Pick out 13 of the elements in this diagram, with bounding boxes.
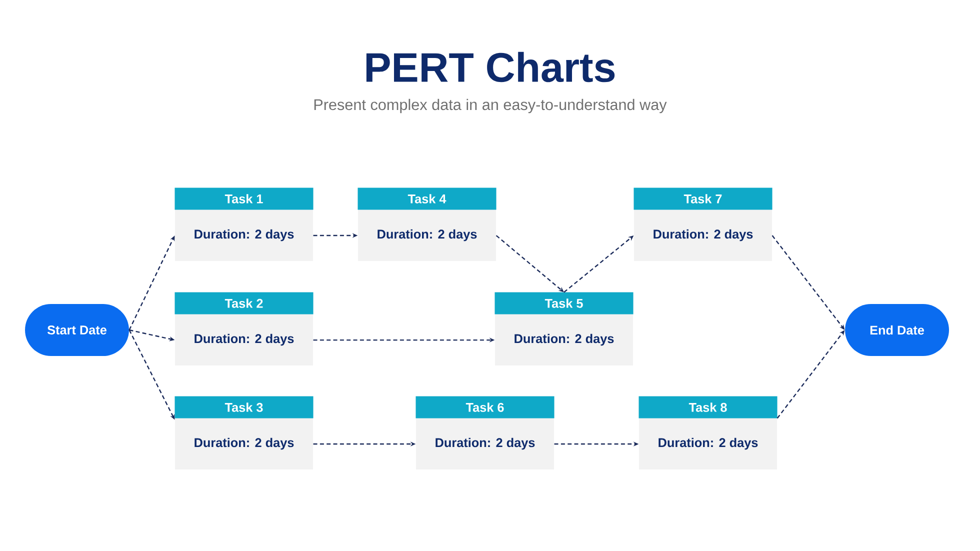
title: PERT Charts <box>366 52 615 82</box>
task-box: Task 3 Duration: 2 days <box>174 396 314 470</box>
task-box: Task 4 Duration: 2 days <box>358 188 496 261</box>
start-end-pill: Start Date <box>25 304 129 356</box>
task-box: Task 1 Duration: 2 days <box>174 188 314 261</box>
arrow <box>776 330 845 419</box>
task-box: Task 2 Duration: 2 days <box>174 292 314 366</box>
task-box: Task 7 Duration: 2 days <box>634 188 772 261</box>
task-box: Task 6 Duration: 2 days <box>416 396 554 470</box>
task-box: Task 8 Duration: 2 days <box>638 396 778 470</box>
task-box: Task 5 Duration: 2 days <box>494 292 634 366</box>
subtitle: Present complex data in an easy-to-understand way <box>314 98 667 114</box>
start-end-pill: End Date <box>845 304 950 356</box>
